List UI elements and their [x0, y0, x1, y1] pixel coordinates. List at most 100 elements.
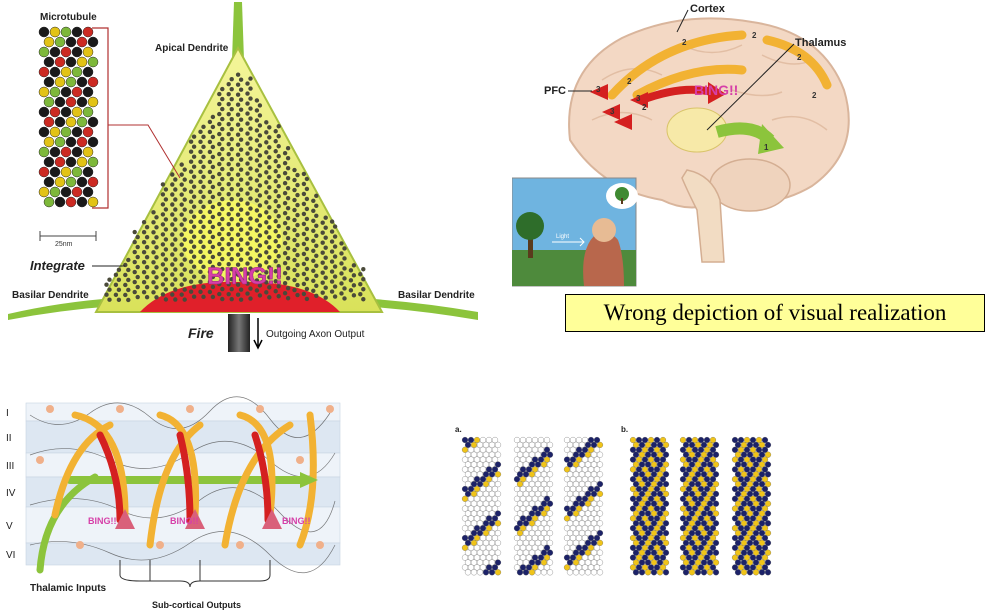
tubulin-dimer: [755, 495, 763, 502]
tubulin-bead: [198, 159, 203, 165]
tubulin-bead: [163, 287, 169, 292]
tubulin-bead: [182, 247, 187, 252]
tubulin-dimer: [706, 569, 714, 576]
inset-tubulin: [71, 146, 83, 158]
tubulin-dimer: [519, 446, 527, 453]
tubulin-dimer: [479, 485, 487, 493]
inset-tubulin: [38, 186, 50, 198]
inset-tubulin: [54, 196, 66, 208]
tubulin-bead: [285, 275, 291, 281]
cell-dot: [186, 405, 194, 413]
tubulin-dimer: [709, 525, 717, 532]
tubulin-dimer: [706, 530, 714, 537]
tubulin-dimer: [700, 471, 708, 478]
tubulin-dimer: [464, 451, 472, 458]
tubulin-bead: [217, 171, 222, 177]
tubulin-dimer: [569, 505, 577, 512]
tubulin-bead: [163, 257, 169, 262]
tubulin-bead: [201, 244, 206, 250]
tubulin-dimer: [572, 520, 580, 527]
tubulin-dimer: [700, 500, 708, 507]
tubulin-dimer: [688, 441, 696, 448]
inset-tubulin: [82, 166, 94, 178]
tubulin-dimer: [731, 534, 739, 542]
tubulin-bead: [339, 251, 344, 256]
tubulin-dimer: [697, 505, 705, 512]
tubulin-dimer: [461, 564, 469, 571]
tubulin-dimer: [641, 485, 649, 493]
tubulin-dimer: [485, 525, 493, 532]
tubulin-bead: [163, 247, 169, 252]
tubulin-dimer: [479, 466, 487, 473]
tubulin-dimer: [734, 481, 742, 488]
tubulin-dimer: [749, 564, 757, 571]
step-number: 2: [627, 77, 632, 86]
tubulin-dimer: [743, 534, 751, 542]
inset-tubulin: [65, 136, 77, 148]
tubulin-dimer: [467, 485, 475, 493]
inset-tubulin: [60, 86, 72, 98]
tubulin-bead: [123, 272, 128, 278]
tubulin-dimer: [653, 495, 661, 502]
tubulin-bead: [173, 277, 178, 282]
tubulin-dimer: [531, 525, 539, 532]
cortex-arrows: [607, 30, 832, 100]
tubulin-bead: [267, 215, 272, 220]
tubulin-dimer: [476, 530, 484, 537]
tubulin-bead: [107, 277, 112, 282]
axon-shaft: [228, 314, 250, 352]
tubulin-bead: [320, 260, 325, 265]
tubulin-bead: [229, 196, 234, 202]
tubulin-bead: [217, 141, 222, 147]
tubulin-bead: [282, 260, 288, 266]
tubulin-dimer: [531, 564, 539, 571]
tubulin-dimer: [662, 510, 670, 517]
tubulin-dimer: [534, 520, 542, 527]
tubulin-dimer: [685, 564, 693, 571]
tubulin-bead: [154, 265, 159, 270]
tubulin-dimer: [662, 539, 670, 546]
tubulin-bead: [248, 156, 253, 161]
tubulin-dimer: [758, 530, 766, 537]
tubulin-dimer: [644, 451, 652, 458]
tubulin-bead: [144, 224, 150, 230]
inset-tubulin: [82, 66, 94, 78]
tubulin-dimer: [731, 485, 739, 493]
tubulin-dimer: [761, 446, 769, 453]
tubulin-dimer: [694, 549, 702, 556]
tubulin-dimer: [461, 525, 469, 532]
layer-label: IV: [6, 488, 16, 499]
tubulin-bead: [276, 224, 281, 229]
inset-tubulin: [38, 126, 50, 138]
tubulin-dimer: [546, 549, 554, 556]
tubulin-dimer: [731, 436, 739, 444]
tubulin-dimer: [575, 456, 583, 463]
tubulin-bead: [264, 250, 269, 255]
tubulin-dimer: [516, 520, 524, 527]
tubulin-dimer: [706, 471, 714, 478]
tubulin-bead: [160, 262, 166, 267]
tubulin-dimer: [494, 451, 502, 458]
tubulin-bead: [220, 126, 225, 132]
tubulin-dimer: [647, 456, 655, 463]
tubulin-dimer: [688, 569, 696, 576]
tubulin-dimer: [761, 476, 769, 483]
tubulin-bead: [229, 126, 234, 132]
tubulin-dimer: [694, 520, 702, 527]
tubulin-bead: [229, 206, 234, 212]
tubulin-dimer: [563, 534, 571, 542]
tubulin-dimer: [641, 525, 649, 532]
tubulin-bead: [217, 91, 222, 97]
tubulin-bead: [292, 187, 297, 193]
tubulin-bead: [304, 196, 310, 202]
tubulin-dimer: [632, 461, 640, 468]
tubulin-dimer: [712, 490, 720, 497]
tubulin-dimer: [581, 436, 589, 444]
tubulin-dimer: [635, 485, 643, 493]
tubulin-dimer: [537, 495, 545, 502]
tubulin-dimer: [522, 500, 530, 507]
tubulin-bead: [267, 255, 272, 260]
tubulin-dimer: [755, 485, 763, 493]
tubulin-dimer: [737, 495, 745, 502]
tubulin-dimer: [546, 569, 554, 576]
